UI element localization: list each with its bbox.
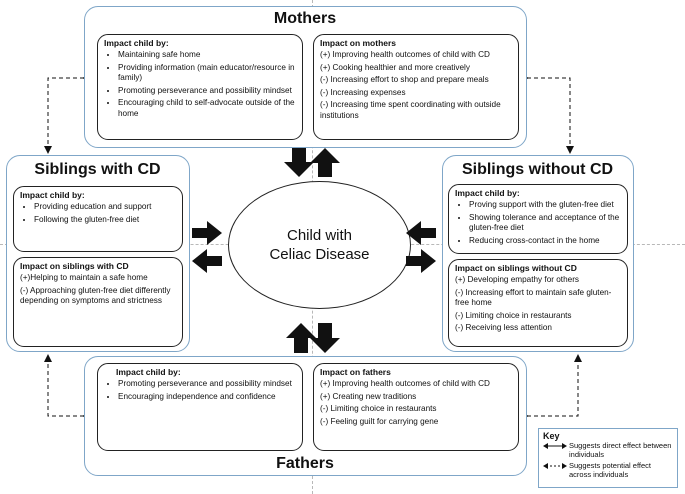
- list-item: Promoting perseverance and possibility m…: [118, 86, 296, 97]
- siblings-with-impact-child-box: Impact child by: Providing education and…: [13, 186, 183, 252]
- mothers-title: Mothers: [273, 10, 337, 27]
- list-item: (-) Increasing time spent coordinating w…: [320, 100, 501, 120]
- mothers-impact-child-list: Maintaining safe home Providing informat…: [104, 50, 296, 119]
- mothers-impact-child-box: Impact child by: Maintaining safe home P…: [97, 34, 303, 140]
- dashed-double-arrow-icon: [543, 463, 567, 469]
- list-item: Reducing cross-contact in the home: [469, 236, 621, 247]
- key-direct-entry: Suggests direct effect between individua…: [543, 441, 673, 459]
- list-item: (-) Limiting choice in restaurants: [455, 310, 572, 320]
- mothers-impact-child-heading: Impact child by:: [104, 38, 169, 48]
- siblings-with-impact-self-box: Impact on siblings with CD (+)Helping to…: [13, 257, 183, 347]
- block-arrow-down-icon: [310, 323, 340, 353]
- siblings-with-impact-child-heading: Impact child by:: [20, 190, 85, 200]
- mothers-child-arrow-pair: [284, 148, 340, 177]
- list-item: Showing tolerance and acceptance of the …: [469, 213, 621, 234]
- fathers-impact-self-box: Impact on fathers (+) Improving health o…: [313, 363, 519, 451]
- list-item: (-) Limiting choice in restaurants: [320, 404, 437, 413]
- child-siblings-without-arrow-pair: [406, 221, 436, 273]
- siblings-with-impact-self-heading: Impact on siblings with CD: [20, 261, 129, 271]
- siblings-with-child-arrow-pair: [192, 221, 222, 273]
- fathers-group: Impact child by: Promoting perseverance …: [84, 356, 527, 476]
- fathers-impact-self-heading: Impact on fathers: [320, 367, 391, 377]
- list-item: (-) Feeling guilt for carrying gene: [320, 416, 439, 426]
- block-arrow-left-icon: [406, 221, 436, 245]
- siblings-with-impact-self-list: (+)Helping to maintain a safe home (-) A…: [20, 273, 176, 307]
- siblings-without-impact-child-box: Impact child by: Proving support with th…: [448, 184, 628, 254]
- dashed-connector-fathers-siblings-without: [521, 354, 582, 420]
- list-item: Encouraging independence and confidence: [118, 392, 296, 403]
- legend-key: Key Suggests direct effect between indiv…: [538, 428, 678, 488]
- list-item: (+) Cooking healthier and more creativel…: [320, 62, 470, 72]
- fathers-impact-child-list: Promoting perseverance and possibility m…: [104, 379, 296, 402]
- siblings-without-cd-title: Siblings without CD: [461, 161, 614, 178]
- list-item: (+) Improving health outcomes of child w…: [320, 50, 490, 59]
- list-item: Providing information (main educator/res…: [118, 63, 296, 84]
- child-with-celiac-disease-node: Child with Celiac Disease: [228, 181, 411, 309]
- key-direct-label: Suggests direct effect between individua…: [569, 441, 672, 459]
- block-arrow-up-icon: [286, 323, 316, 353]
- siblings-without-impact-self-box: Impact on siblings without CD (+) Develo…: [448, 259, 628, 347]
- siblings-without-impact-child-list: Proving support with the gluten-free die…: [455, 200, 621, 246]
- block-arrow-up-icon: [310, 148, 340, 177]
- dashed-connector-fathers-siblings-with: [44, 354, 90, 420]
- list-item: Maintaining safe home: [118, 50, 296, 61]
- siblings-with-impact-child-list: Providing education and support Followin…: [20, 202, 176, 225]
- list-item: (-) Increasing effort to maintain safe g…: [455, 287, 612, 308]
- siblings-without-impact-child-heading: Impact child by:: [455, 188, 520, 198]
- list-item: Proving support with the gluten-free die…: [469, 200, 621, 211]
- mothers-impact-self-heading: Impact on mothers: [320, 38, 397, 48]
- center-label-line1: Child with: [286, 227, 353, 244]
- key-potential-label: Suggests potential effect across individ…: [569, 461, 652, 479]
- list-item: (+)Helping to maintain a safe home: [20, 273, 148, 282]
- list-item: (-) Receiving less attention: [455, 323, 552, 332]
- siblings-without-impact-self-list: (+) Developing empathy for others (-) In…: [455, 275, 621, 334]
- list-item: (-) Approaching gluten-free diet differe…: [20, 285, 171, 306]
- list-item: (-) Increasing expenses: [320, 87, 406, 97]
- mothers-impact-self-box: Impact on mothers (+) Improving health o…: [313, 34, 519, 140]
- child-fathers-arrow-pair: [286, 323, 340, 353]
- siblings-with-cd-group: Siblings with CD Impact child by: Provid…: [6, 155, 190, 352]
- list-item: Promoting perseverance and possibility m…: [118, 379, 296, 390]
- fathers-title: Fathers: [276, 455, 334, 472]
- mothers-impact-self-list: (+) Improving health outcomes of child w…: [320, 50, 512, 121]
- fathers-impact-child-heading: Impact child by:: [116, 367, 181, 377]
- list-item: (+) Creating new traditions: [320, 391, 417, 401]
- key-potential-entry: Suggests potential effect across individ…: [543, 461, 673, 479]
- fathers-impact-child-box: Impact child by: Promoting perseverance …: [97, 363, 303, 451]
- list-item: (+) Improving health outcomes of child w…: [320, 379, 490, 388]
- list-item: Encouraging child to self-advocate outsi…: [118, 98, 296, 119]
- block-arrow-right-icon: [406, 249, 436, 273]
- dashed-connector-mothers-siblings-with: [44, 74, 90, 154]
- dashed-connector-mothers-siblings-without: [521, 74, 574, 154]
- center-label-line2: Celiac Disease: [269, 246, 370, 263]
- fathers-impact-self-list: (+) Improving health outcomes of child w…: [320, 379, 512, 427]
- siblings-without-impact-self-heading: Impact on siblings without CD: [455, 263, 577, 273]
- block-arrow-down-icon: [284, 148, 314, 177]
- list-item: Following the gluten-free diet: [34, 215, 176, 226]
- siblings-without-cd-group: Siblings without CD Impact child by: Pro…: [442, 155, 634, 352]
- mothers-group: Mothers Impact child by: Maintaining saf…: [84, 6, 527, 148]
- block-arrow-right-icon: [192, 221, 222, 245]
- block-arrow-left-icon: [192, 249, 222, 273]
- list-item: (-) Increasing effort to shop and prepar…: [320, 75, 489, 84]
- siblings-with-cd-title: Siblings with CD: [34, 161, 161, 178]
- solid-double-arrow-icon: [543, 443, 567, 449]
- list-item: (+) Developing empathy for others: [455, 275, 580, 284]
- list-item: Providing education and support: [34, 202, 176, 213]
- key-title: Key: [543, 431, 560, 441]
